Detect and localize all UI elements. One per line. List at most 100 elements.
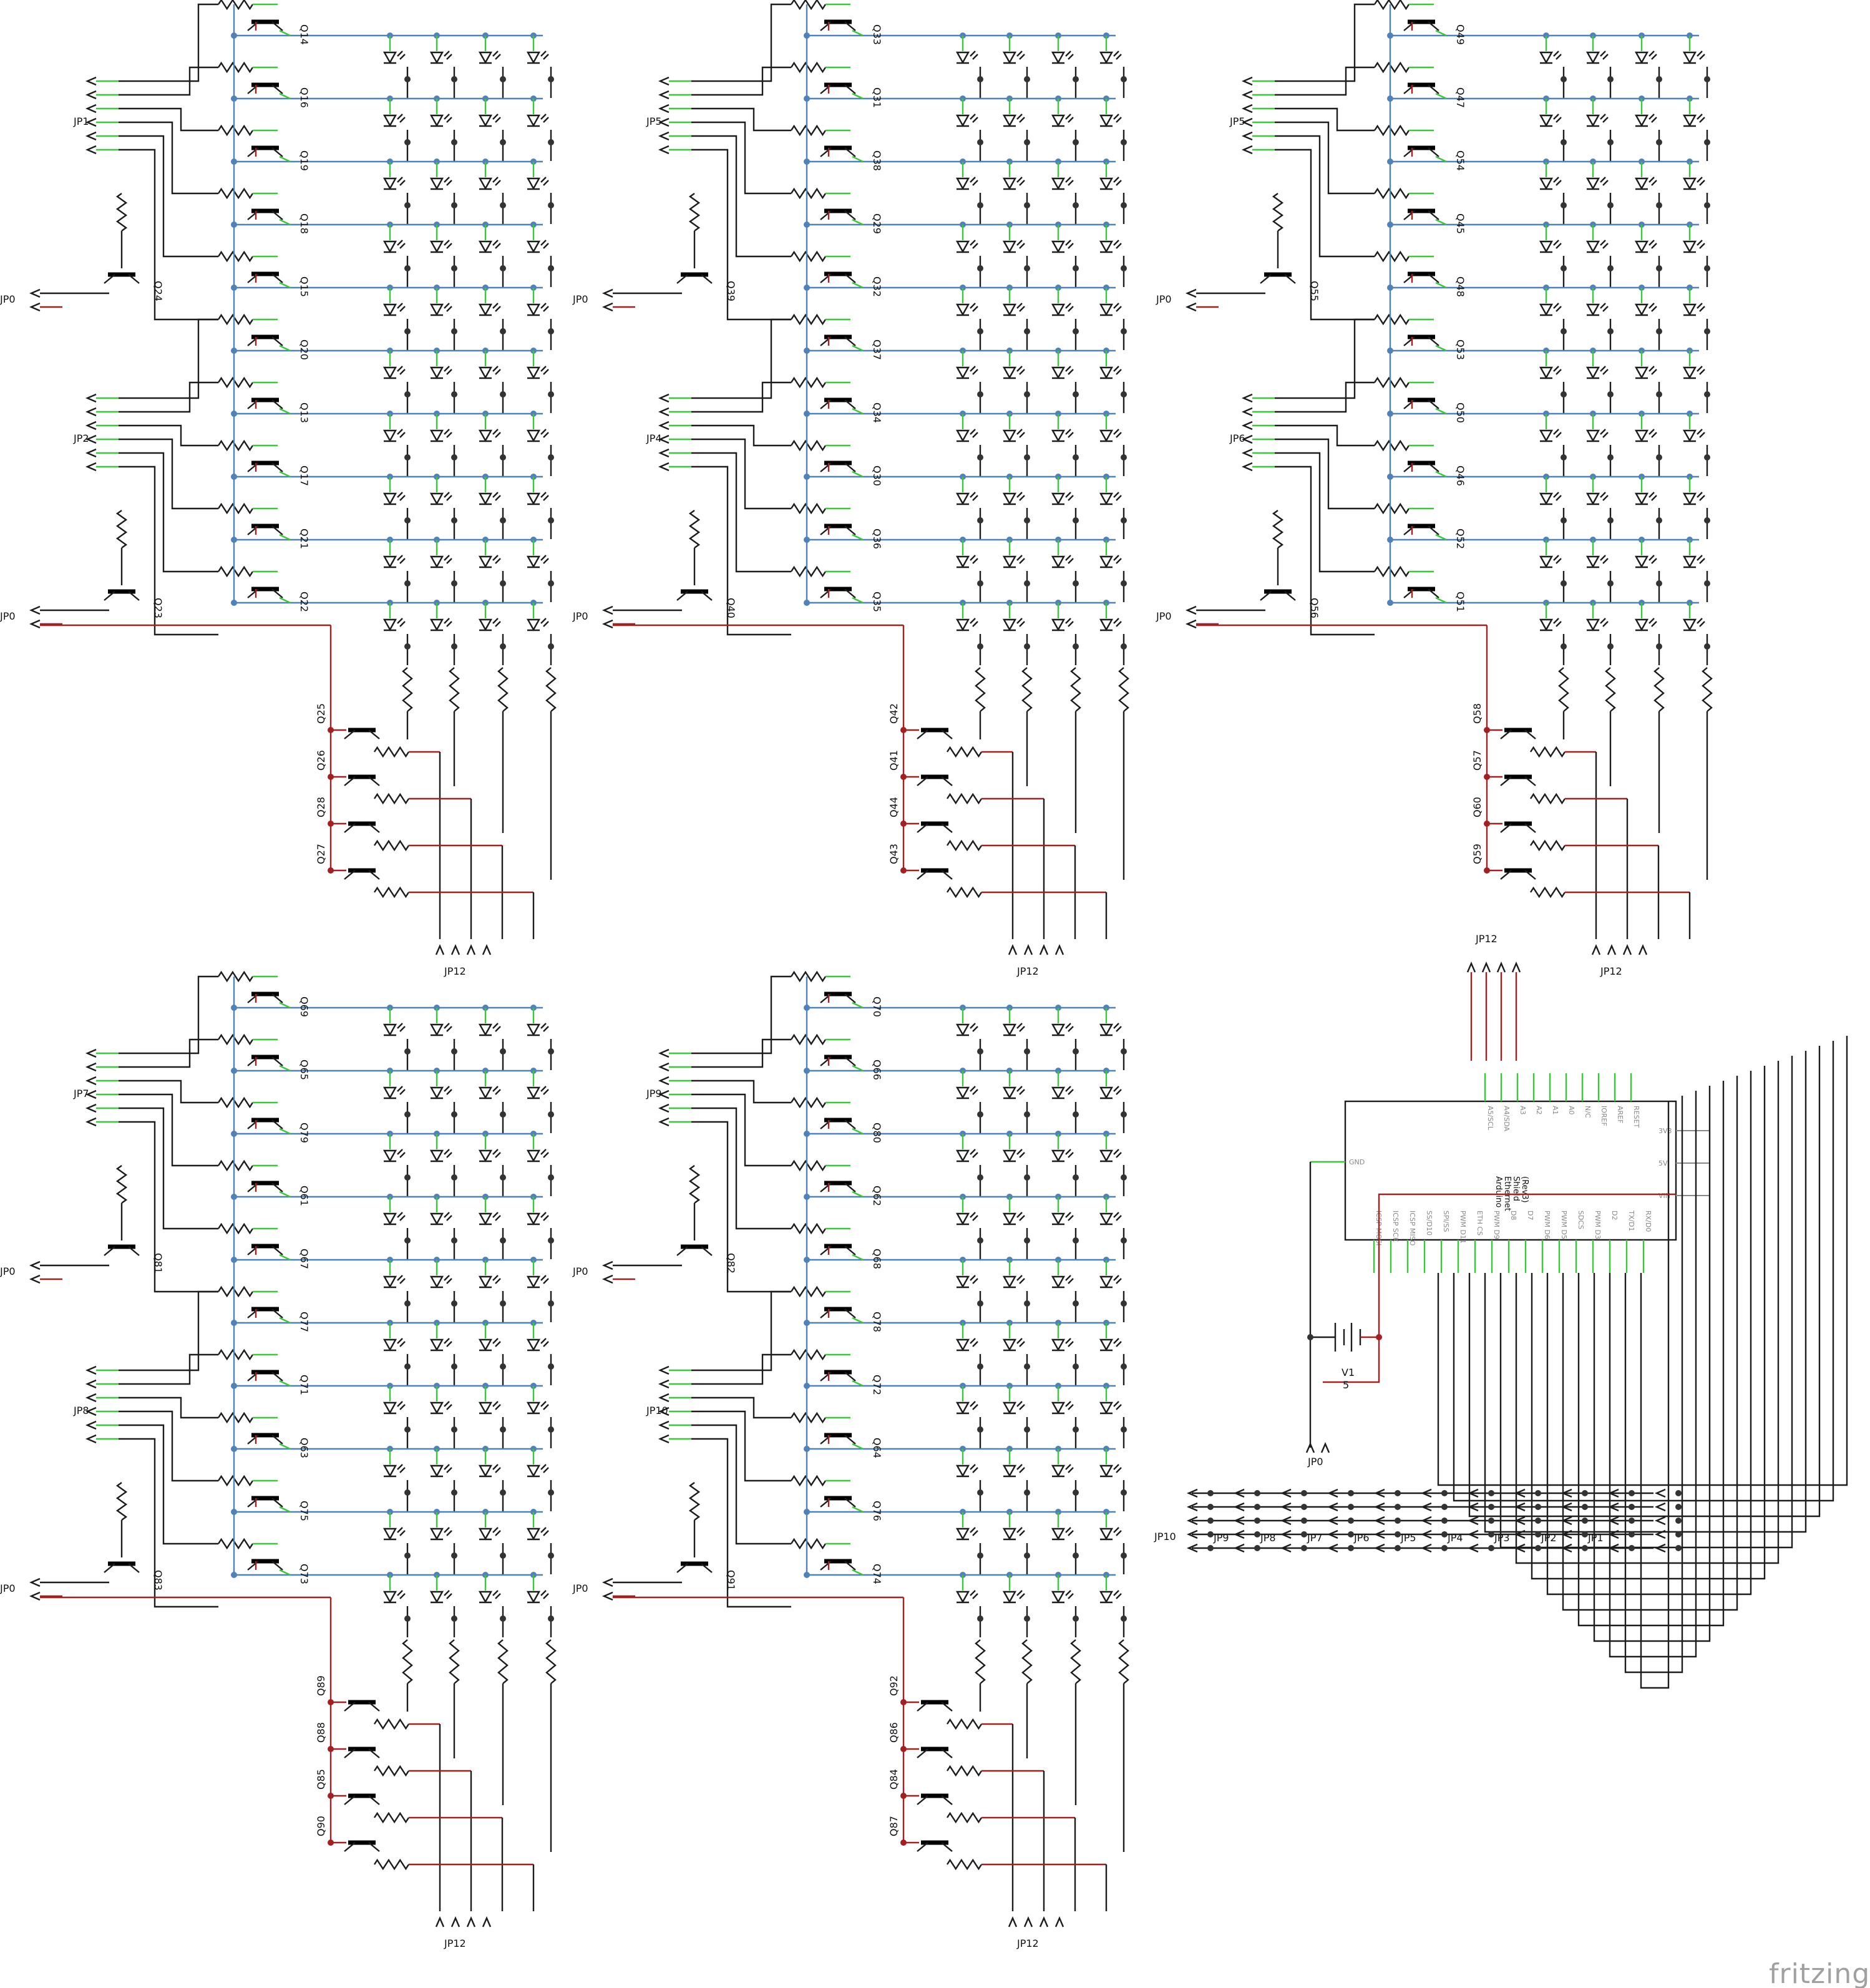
led [478,1338,501,1352]
led [955,114,978,127]
header-pin [1481,961,1491,973]
column-transistor-label: Q84 [888,1769,900,1790]
transistor-collector [1500,870,1512,880]
led [1051,1590,1074,1604]
transistor-emitter [844,1308,856,1318]
junction-dot [1582,1518,1588,1524]
header-label: JP1 [73,115,89,127]
junction-dot [1607,328,1614,334]
led-arrow [444,1086,450,1092]
led-arrow [397,618,403,624]
header-pin [1514,1529,1526,1539]
led-arrow [1600,618,1606,624]
junction-dot [1607,391,1614,397]
led-arrow [444,618,450,624]
led-arrow [1648,51,1655,57]
led [526,1338,549,1352]
nested-wire [1593,1086,1711,1642]
led-arrow [399,1593,406,1599]
transistor-emitter [844,1119,856,1129]
column-transistor-label: Q92 [888,1675,900,1696]
led-triangle [1002,51,1017,64]
led-arrow [1068,1215,1074,1221]
junction-dot [1073,1111,1079,1118]
header-pin [85,1393,97,1403]
led-triangle [955,240,970,253]
header-pin [85,1379,97,1389]
led [382,1149,406,1162]
transistor [676,589,713,601]
row-transistor-label: Q36 [871,529,883,549]
led-arrow [1553,240,1559,246]
led-arrow [543,306,549,312]
led-triangle [526,1086,541,1099]
junction-dot [977,1426,983,1433]
bottom-pin-label: D7 [1526,1211,1534,1220]
led-arrow [1016,1590,1023,1596]
led-arrow [1113,177,1119,183]
emitter-lead [1435,407,1447,415]
matrix-block-b4: Q69Q65Q79Q61Q67Q77Q71Q63Q75Q73JP7JP8Q81J… [0,970,557,1949]
emitter-lead [852,218,864,226]
emitter-lead [279,344,291,352]
header-pin [1638,943,1648,955]
junction-dot [1073,1489,1079,1496]
led-triangle [955,303,970,316]
led [429,1464,452,1478]
led-triangle [955,1086,970,1099]
led-triangle [1002,240,1017,253]
led-arrow [1553,618,1559,624]
junction-dot [404,454,411,460]
emitter-lead [279,1001,291,1009]
led-triangle [429,618,444,631]
header-pin [450,943,460,955]
led-triangle [955,492,970,505]
header-pin [658,117,670,127]
header-wire [119,318,218,399]
transistor-emitter [941,870,953,880]
led-triangle [429,555,444,568]
junction-dot [404,1552,411,1559]
led [1051,1212,1074,1225]
header-pin [1233,1502,1245,1512]
led-triangle [1539,366,1554,379]
transistor-emitter [844,399,856,409]
led-triangle [526,366,541,379]
transistor [344,868,380,880]
led-arrow [1019,369,1025,375]
row-transistor-label: Q34 [871,402,883,423]
led-arrow [1019,558,1025,564]
top-pin-label: RESET [1632,1106,1640,1128]
junction-dot [451,1363,457,1370]
led-triangle [955,618,970,631]
led [1051,618,1074,631]
arduino-name-line: (Rev3) [1520,1176,1529,1203]
led-triangle [526,1591,541,1604]
led-arrow [1116,1341,1122,1347]
led-triangle [1002,1212,1017,1225]
transistor [247,271,283,283]
junction-dot [1395,1545,1401,1551]
row-transistor-label: Q20 [298,339,310,360]
led-arrow [1116,558,1122,564]
resistor [217,187,254,200]
header-wire [691,975,791,1055]
junction-dot [1395,1518,1401,1524]
header-pin [1607,1529,1619,1539]
transistor-emitter [271,1561,283,1571]
led-arrow [399,306,406,312]
column-transistor-label: Q25 [315,703,327,724]
header-wire [119,1410,218,1482]
led [429,1338,452,1352]
driver-transistor-label: Q40 [725,598,737,618]
led-arrow [1019,180,1025,186]
junction-dot [1121,1489,1127,1496]
led-arrow [1116,495,1122,501]
led-arrow [540,240,547,246]
led-arrow [970,1527,976,1533]
led-arrow [444,1212,450,1218]
transistor [820,1181,856,1192]
junction-dot [1073,580,1079,587]
led-triangle [429,1464,444,1478]
led [955,1527,978,1541]
